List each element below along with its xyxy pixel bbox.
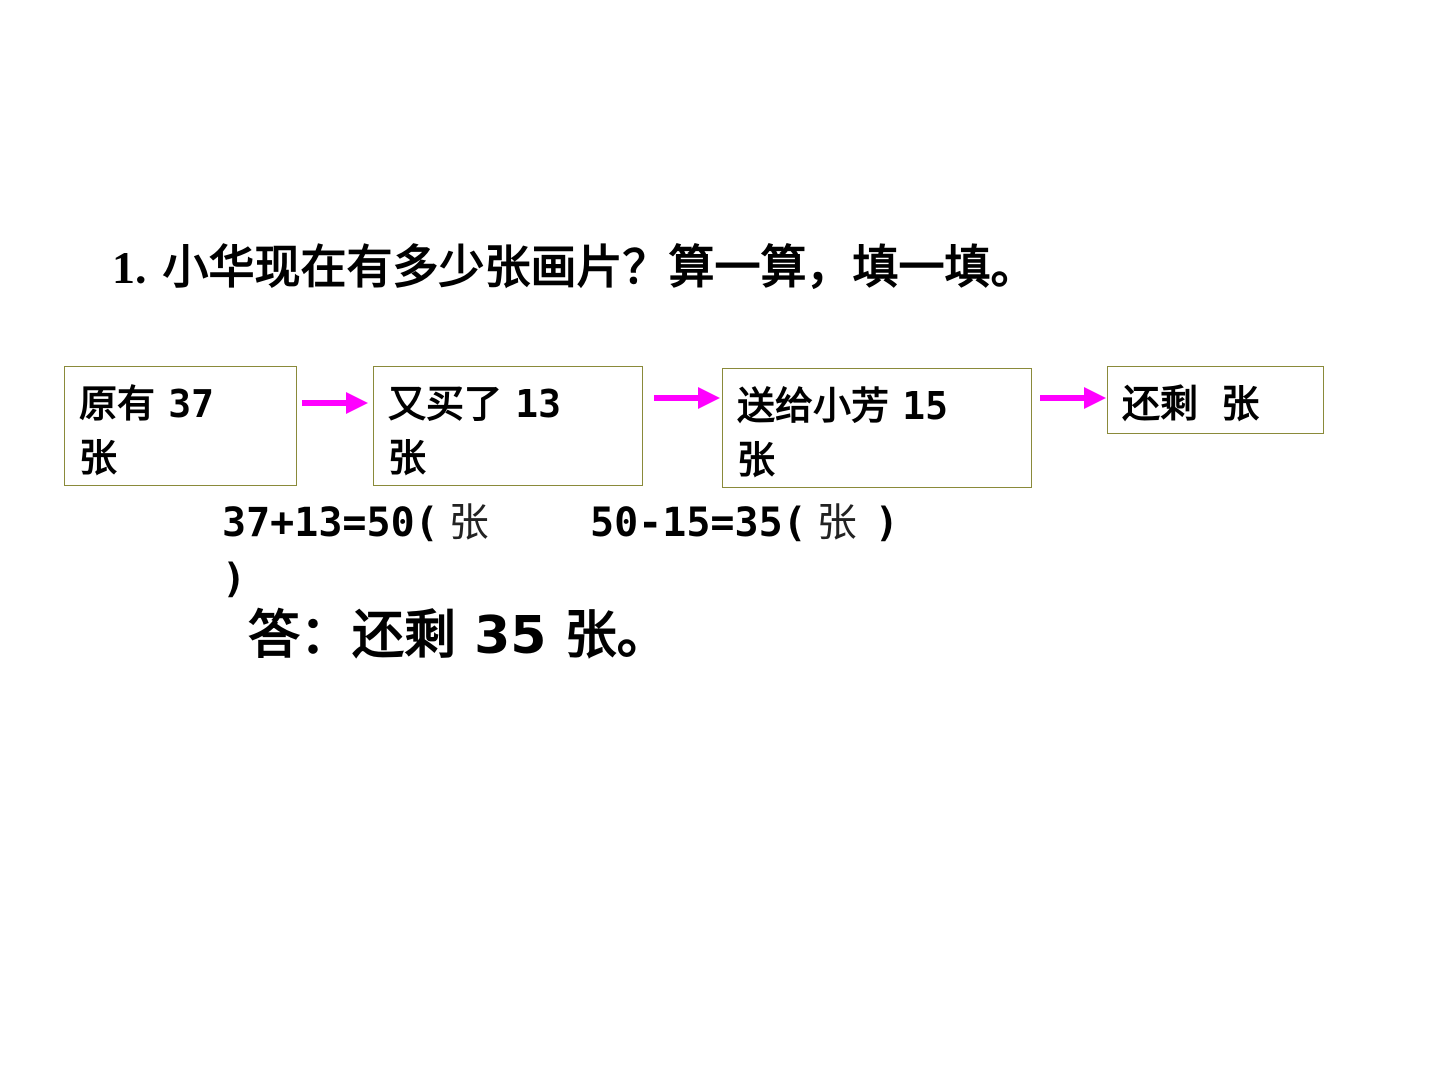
arrow-right-icon [302,392,368,414]
step-box-original: 原有 37 张 [64,366,297,486]
equation-2: 50-15=35(张) [590,496,899,550]
step-text: 还剩 [1122,382,1199,426]
step-number: 13 [515,382,562,426]
step-number: 15 [902,384,949,428]
step-unit: 张 [388,436,427,480]
step-text: 又买了 [388,382,503,426]
step-number: 37 [168,382,215,426]
equation-2-unit: 张 [816,500,857,546]
step-text: 原有 [79,382,156,426]
step-box-bought: 又买了 13 张 [373,366,643,486]
equation-2-close: ) [874,500,899,546]
question-text: 小华现在有多少张画片？算一算，填一填。 [162,240,1037,294]
step-unit: 张 [79,436,118,480]
equation-1-expr: 37+13=50( [222,500,439,546]
step-unit: 张 [737,438,776,482]
equation-1: 37+13=50(张 [222,496,489,550]
step-unit: 张 [1221,382,1260,426]
question-title: 1. 小华现在有多少张画片？算一算，填一填。 [112,244,1037,291]
step-box-remaining: 还剩 张 [1107,366,1324,434]
arrow-right-icon [654,387,720,409]
step-box-gave: 送给小芳 15 张 [722,368,1032,488]
step-text: 送给小芳 [737,384,890,428]
equation-1-unit: 张 [448,500,489,546]
equation-1-close: ) [222,556,247,602]
equation-2-expr: 50-15=35( [590,500,807,546]
arrow-right-icon [1040,387,1106,409]
answer-text: 答：还剩 35 张。 [248,606,669,666]
question-number: 1. [112,242,147,293]
